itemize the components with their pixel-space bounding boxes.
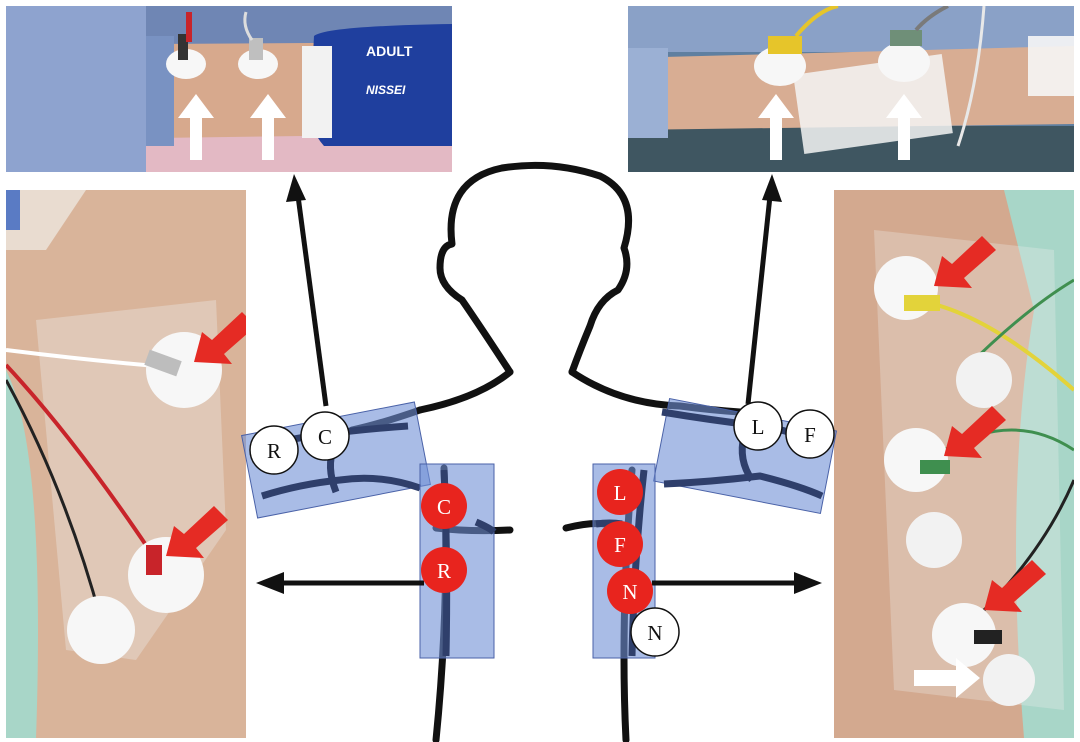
cuff-label: ADULT (366, 43, 413, 59)
arrow-to-left-arm-photo (745, 174, 782, 405)
body-outline (348, 161, 744, 742)
electrode-back-left-F: F (785, 409, 835, 459)
photo-left-chest (834, 190, 1074, 738)
arrow-to-right-arm-photo (286, 174, 329, 407)
electrode-label: F (614, 533, 626, 557)
up-arrow-icon (886, 94, 922, 160)
up-arrow-icon (758, 94, 794, 160)
electrode-label: F (804, 423, 816, 447)
electrode-label: C (437, 495, 451, 519)
up-arrow-icon (250, 94, 286, 160)
electrode-back-left-N: N (630, 607, 680, 657)
electrode-label: N (622, 580, 637, 604)
arrow-to-left-chest-photo (652, 572, 822, 594)
patch-back-left (652, 397, 838, 515)
diagonal-arrow-icon (984, 560, 1046, 612)
electrode-label: L (614, 481, 627, 505)
electrode-label: N (647, 621, 662, 645)
electrode-back-left-L: L (733, 401, 783, 451)
electrode-label: C (318, 425, 332, 449)
patch-front-right (419, 463, 497, 659)
electrode-front-left-F: F (597, 521, 643, 567)
electrode-label: L (752, 415, 765, 439)
electrode-back-right-C: C (300, 411, 350, 461)
photo-right-arm: ADULT NISSEI (6, 6, 452, 172)
diagonal-arrow-icon (934, 236, 996, 288)
electrode-front-right-C: C (421, 483, 467, 529)
diagonal-arrow-icon (166, 506, 228, 558)
photo-right-chest (6, 190, 246, 738)
patch-front-left (592, 463, 656, 659)
electrode-front-left-L: L (597, 469, 643, 515)
diagonal-arrow-icon (194, 312, 246, 364)
electrode-label: R (267, 439, 281, 463)
up-arrow-icon (178, 94, 214, 160)
diagonal-arrow-icon (944, 406, 1006, 458)
electrode-label: R (437, 559, 451, 583)
right-arrow-icon (914, 658, 980, 698)
electrode-back-right-R: R (249, 425, 299, 475)
arrow-to-right-chest-photo (256, 572, 424, 594)
photo-left-arm (628, 6, 1074, 172)
electrode-front-right-R: R (421, 547, 467, 593)
cuff-brand: NISSEI (366, 83, 406, 97)
patch-back-right (241, 401, 431, 519)
electrode-front-left-N: N (607, 568, 653, 614)
